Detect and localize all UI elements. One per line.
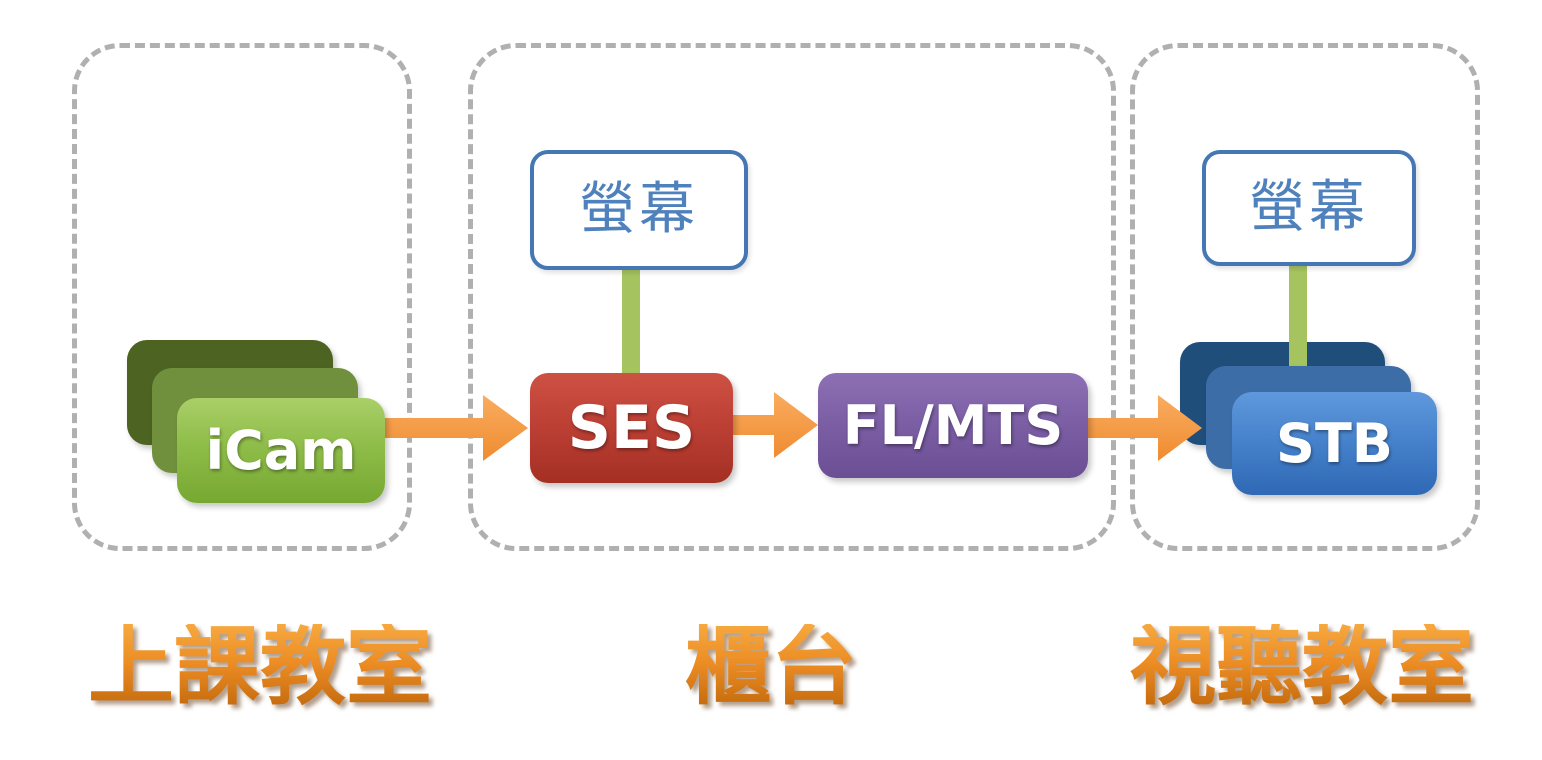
zone-classroom-border — [72, 43, 412, 551]
flmts-label: FL/MTS — [842, 393, 1064, 457]
icam-label: iCam — [205, 418, 357, 482]
node-ses: SES — [530, 373, 733, 483]
stb-label: STB — [1276, 411, 1393, 475]
arrow-icam-to-ses — [383, 395, 528, 461]
screen-av-label: 螢幕 — [1249, 175, 1369, 240]
screen-counter-label: 螢幕 — [579, 177, 699, 242]
ses-label: SES — [567, 393, 696, 463]
link-screen-to-ses — [622, 260, 640, 375]
zone-label-counter: 櫃台 — [685, 617, 857, 717]
arrow-flmts-to-stb — [1087, 395, 1202, 461]
node-flmts: FL/MTS — [818, 373, 1088, 478]
zone-counter-border — [468, 43, 1116, 551]
link-screen-to-stb — [1289, 255, 1307, 380]
arrow-ses-to-flmts — [732, 392, 818, 458]
zone-label-avroom: 視聽教室 — [1130, 617, 1474, 717]
node-stb: STB — [1232, 392, 1437, 495]
node-icam: iCam — [177, 398, 385, 503]
node-screen-counter: 螢幕 — [530, 150, 748, 270]
node-screen-av: 螢幕 — [1202, 150, 1416, 266]
zone-avroom-border — [1130, 43, 1480, 551]
zone-label-classroom: 上課教室 — [88, 617, 432, 717]
